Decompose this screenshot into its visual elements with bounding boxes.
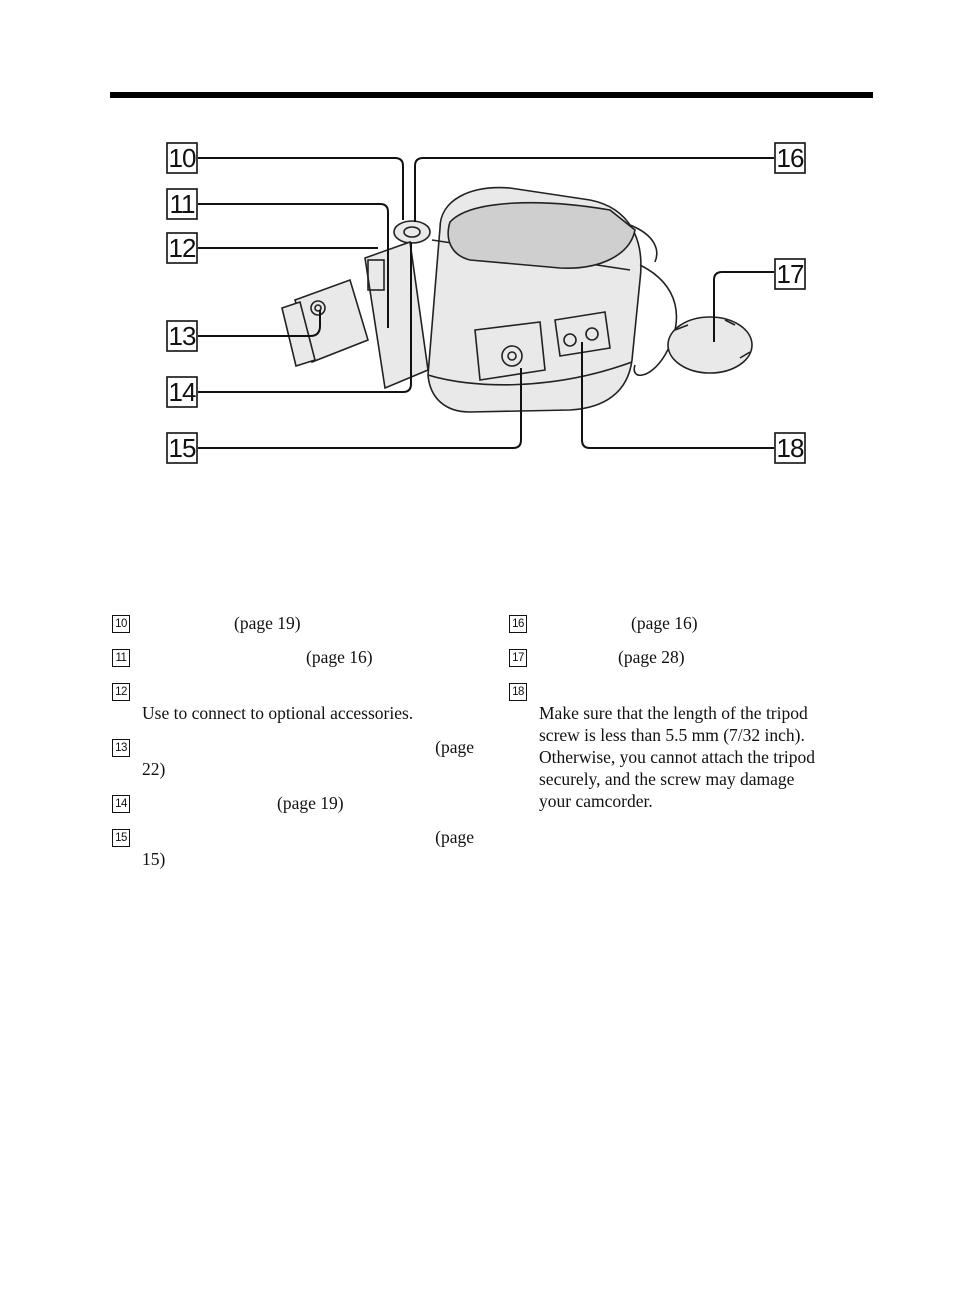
callout-12: 12 <box>166 232 198 264</box>
description-line: securely, and the screw may damage <box>539 769 795 789</box>
camcorder-body <box>281 186 753 413</box>
svg-text:16: 16 <box>777 143 804 173</box>
page-reference: (page <box>435 737 474 757</box>
svg-text:10: 10 <box>169 143 196 173</box>
item-number: 10 <box>112 615 130 633</box>
callout-11: 11 <box>166 188 198 220</box>
svg-text:17: 17 <box>777 259 804 289</box>
leader-14 <box>198 242 412 393</box>
page-reference: (page 28) <box>618 647 685 667</box>
page-reference: (page 19) <box>277 793 344 813</box>
leader-16 <box>414 157 774 222</box>
leader-18 <box>581 342 774 449</box>
camcorder-illustration: 10 11 12 13 14 15 16 17 <box>166 142 806 464</box>
leader-11 <box>198 203 389 328</box>
item-description: Use to connect to optional accessories. <box>142 703 414 723</box>
page-reference: (page 19) <box>234 613 301 633</box>
item-12: 12 Use to connect to optional accessorie… <box>112 680 474 724</box>
item-14: 14 (page 19) <box>112 792 474 814</box>
item-number: 13 <box>112 739 130 757</box>
svg-text:15: 15 <box>169 433 196 463</box>
item-15: 15 (page 15) <box>112 826 474 870</box>
page-reference: (page 16) <box>631 613 698 633</box>
item-number: 16 <box>509 615 527 633</box>
callout-17: 17 <box>774 258 806 290</box>
description-line: screw is less than 5.5 mm (7/32 inch). <box>539 725 805 745</box>
callout-13: 13 <box>166 320 198 352</box>
leader-10 <box>198 157 404 220</box>
item-number: 12 <box>112 683 130 701</box>
item-number: 18 <box>509 683 527 701</box>
items-right-column: 16 (page 16) 17 (page 28) 18 Make sure t… <box>509 612 871 824</box>
svg-text:18: 18 <box>777 433 804 463</box>
item-18: 18 Make sure that the length of the trip… <box>509 680 871 812</box>
leader-15 <box>198 368 522 449</box>
header-rule <box>110 92 873 98</box>
svg-text:13: 13 <box>169 321 196 351</box>
callout-15: 15 <box>166 432 198 464</box>
leader-13 <box>198 310 321 337</box>
page-reference: (page <box>435 827 474 847</box>
item-number: 15 <box>112 829 130 847</box>
item-16: 16 (page 16) <box>509 612 871 634</box>
camcorder-diagram: 10 11 12 13 14 15 16 17 <box>110 130 873 480</box>
item-number: 17 <box>509 649 527 667</box>
leader-17 <box>713 271 774 342</box>
svg-text:14: 14 <box>169 377 196 407</box>
callout-10: 10 <box>166 142 198 174</box>
description-line: your camcorder. <box>539 791 653 811</box>
item-10: 10 (page 19) <box>112 612 474 634</box>
items-left-column: 10 (page 19) 11 (page 16) 12 Use to conn… <box>112 612 474 882</box>
callout-16: 16 <box>774 142 806 174</box>
description-line: Make sure that the length of the tripod <box>539 703 808 723</box>
callout-14: 14 <box>166 376 198 408</box>
item-11: 11 (page 16) <box>112 646 474 668</box>
page-reference-continued: 15) <box>142 849 166 869</box>
item-number: 11 <box>112 649 130 667</box>
description-line: Otherwise, you cannot attach the tripod <box>539 747 816 767</box>
callout-18: 18 <box>774 432 806 464</box>
page-reference-continued: 22) <box>142 759 166 779</box>
item-17: 17 (page 28) <box>509 646 871 668</box>
page-reference: (page 16) <box>306 647 373 667</box>
svg-text:11: 11 <box>170 189 196 219</box>
item-number: 14 <box>112 795 130 813</box>
svg-text:12: 12 <box>169 233 196 263</box>
item-13: 13 (page 22) <box>112 736 474 780</box>
item-description: Make sure that the length of the tripod … <box>539 680 871 812</box>
